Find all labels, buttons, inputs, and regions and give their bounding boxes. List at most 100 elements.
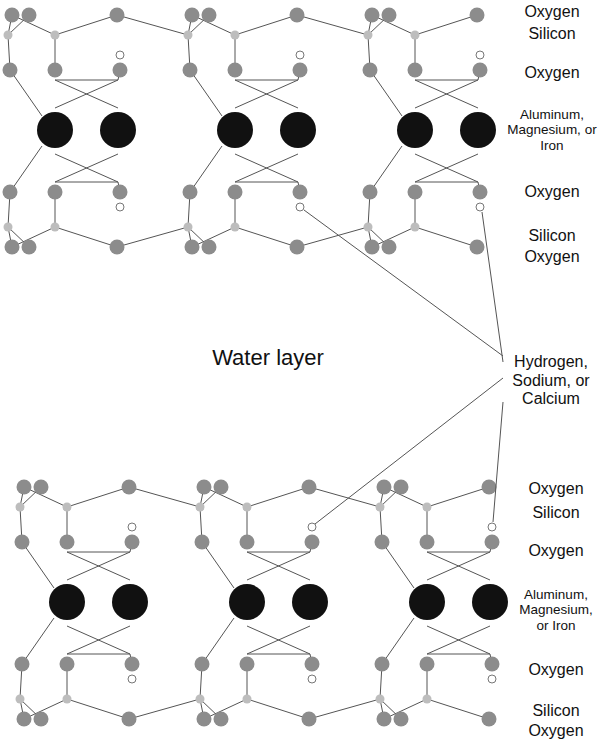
silicon-atom xyxy=(243,695,252,704)
oxygen-atom xyxy=(302,712,317,727)
oxygen-atom xyxy=(377,712,392,727)
bond-line xyxy=(247,552,310,580)
oxygen-atom xyxy=(214,712,229,727)
bond-line xyxy=(129,487,200,507)
bond-line xyxy=(415,182,478,183)
cation-atom xyxy=(308,675,316,683)
metal-atom xyxy=(472,584,508,620)
silicon-atom xyxy=(423,695,432,704)
oxygen-atom xyxy=(17,712,32,727)
silicon-atom xyxy=(231,31,240,40)
oxygen-atom xyxy=(122,712,137,727)
bond-line xyxy=(55,80,118,81)
oxygen-atom xyxy=(214,480,229,495)
bond-line xyxy=(297,227,368,247)
bond-line xyxy=(55,227,117,247)
cation-atom xyxy=(128,675,136,683)
oxygen-atom xyxy=(202,240,217,255)
upper-clay-sheet xyxy=(3,8,497,255)
cation-atom xyxy=(476,51,484,59)
silicon-atom xyxy=(196,503,205,512)
oxygen-atom xyxy=(125,535,140,550)
bond-line xyxy=(67,487,129,507)
oxygen-atom xyxy=(293,185,308,200)
silicon-atom xyxy=(411,223,420,232)
atom-label: Silicon xyxy=(516,702,596,720)
bond-line xyxy=(415,80,478,108)
bond-line xyxy=(427,552,490,553)
bond-line xyxy=(415,15,477,35)
oxygen-atom xyxy=(5,8,20,23)
cation-atom xyxy=(488,523,496,531)
oxygen-atom xyxy=(305,657,320,672)
bond-line xyxy=(247,552,310,580)
metal-atom xyxy=(292,584,328,620)
oxygen-atom xyxy=(290,240,305,255)
oxygen-atom xyxy=(122,480,137,495)
oxygen-atom xyxy=(365,240,380,255)
bond-line xyxy=(10,146,42,192)
oxygen-atom xyxy=(15,657,30,672)
silicon-atom xyxy=(364,223,373,232)
bond-line xyxy=(117,227,188,247)
bond-line xyxy=(309,699,380,719)
atom-label: Silicon xyxy=(507,227,597,245)
cation-atom xyxy=(488,675,496,683)
atom-label: Aluminum, Magnesium, or Iron xyxy=(506,107,598,154)
cation-atom xyxy=(116,51,124,59)
oxygen-atom xyxy=(48,185,63,200)
bond-line xyxy=(247,626,310,654)
bond-line xyxy=(247,699,309,719)
bond-line xyxy=(190,146,222,192)
oxygen-atom xyxy=(375,657,390,672)
bond-line xyxy=(427,654,490,655)
oxygen-atom xyxy=(15,535,30,550)
oxygen-atom xyxy=(382,8,397,23)
bond-line xyxy=(202,618,234,664)
silicon-atom xyxy=(51,223,60,232)
bond-line xyxy=(235,154,298,182)
bond-line xyxy=(427,552,490,580)
cation-atom xyxy=(128,523,136,531)
bond-line xyxy=(190,70,222,116)
bond-line xyxy=(427,552,490,580)
oxygen-atom xyxy=(382,240,397,255)
metal-atom xyxy=(409,584,445,620)
oxygen-atom xyxy=(482,712,497,727)
leader-line xyxy=(304,210,503,356)
silicon-atom xyxy=(63,503,72,512)
bond-line xyxy=(235,182,298,183)
metal-atom xyxy=(217,112,253,148)
cation-atom xyxy=(296,203,304,211)
metal-atom xyxy=(397,112,433,148)
oxygen-atom xyxy=(363,63,378,78)
bond-line xyxy=(427,699,489,719)
oxygen-atom xyxy=(394,480,409,495)
bond-line xyxy=(370,70,402,116)
oxygen-atom xyxy=(470,8,485,23)
oxygen-atom xyxy=(185,8,200,23)
region-label: Water layer xyxy=(183,345,353,370)
oxygen-atom xyxy=(363,185,378,200)
bond-line xyxy=(67,552,130,580)
oxygen-atom xyxy=(195,535,210,550)
atom-label: Oxygen xyxy=(507,64,597,82)
oxygen-atom xyxy=(113,185,128,200)
leader-line xyxy=(493,402,503,522)
oxygen-atom xyxy=(195,657,210,672)
silicon-atom xyxy=(364,31,373,40)
bond-line xyxy=(117,15,188,35)
oxygen-atom xyxy=(5,240,20,255)
oxygen-atom xyxy=(197,480,212,495)
bond-line xyxy=(55,154,118,182)
bond-line xyxy=(297,15,368,35)
silicon-atom xyxy=(376,695,385,704)
oxygen-atom xyxy=(228,185,243,200)
bond-line xyxy=(235,227,297,247)
oxygen-atom xyxy=(17,480,32,495)
bond-line xyxy=(202,542,234,588)
oxygen-atom xyxy=(470,240,485,255)
oxygen-atom xyxy=(377,480,392,495)
atom-label: Oxygen xyxy=(507,3,597,21)
